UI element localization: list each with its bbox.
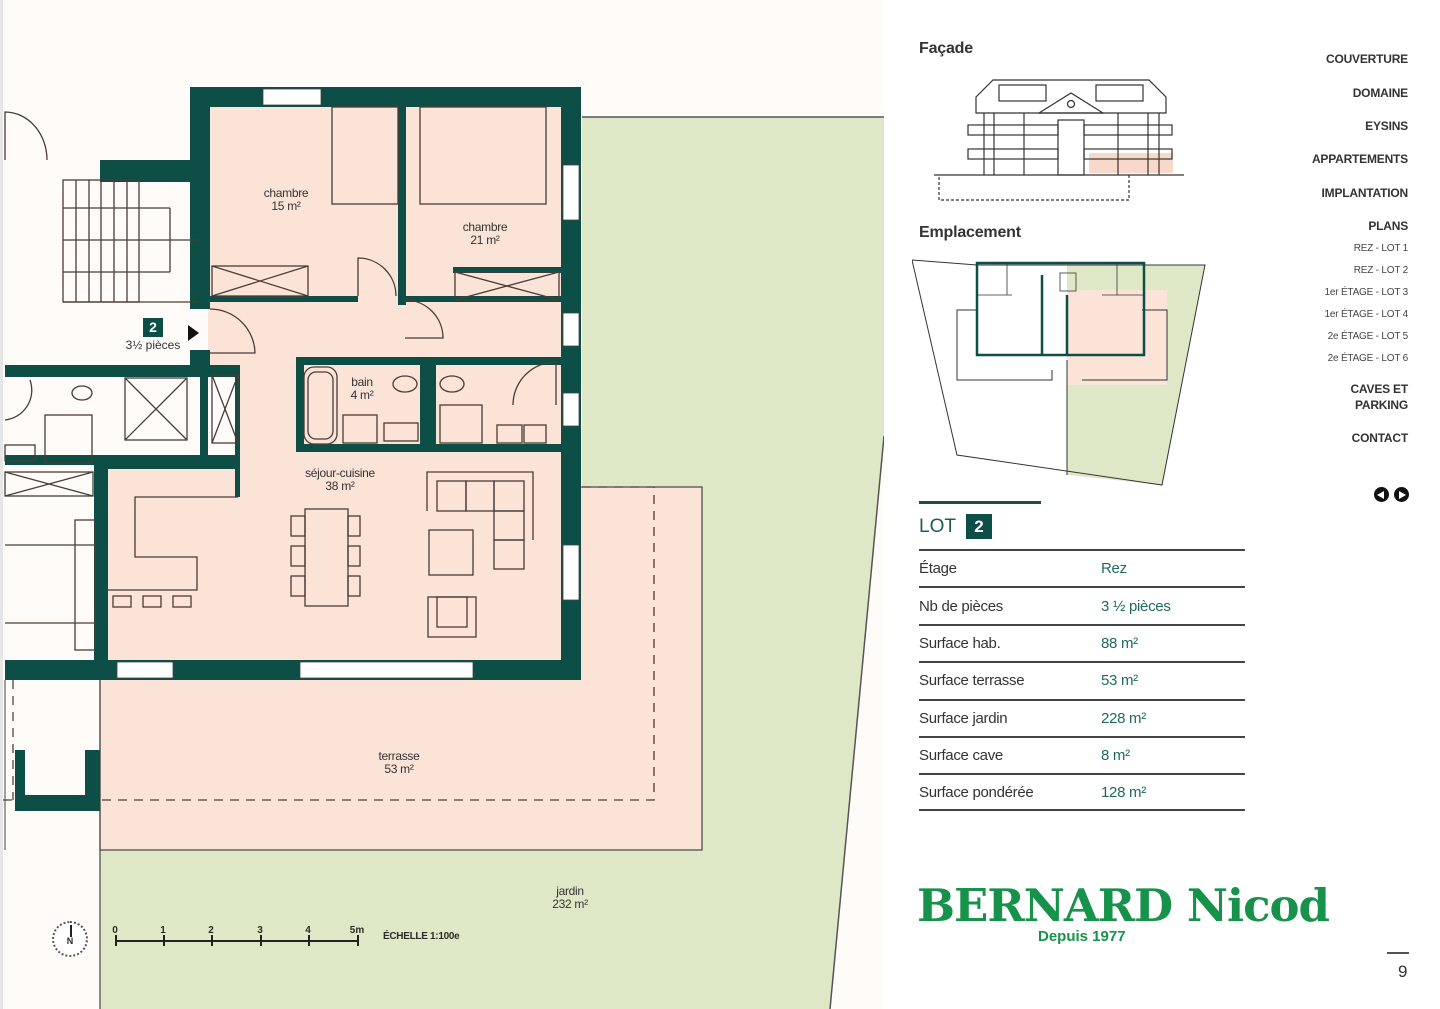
spec-row-terrace-area: Surface terrasse 53 m² [919, 661, 1245, 698]
apartment-area [107, 105, 562, 662]
spec-row-garden-area: Surface jardin 228 m² [919, 698, 1245, 736]
lot-header-rule [919, 501, 1041, 504]
nav-item-couverture[interactable]: COUVERTURE [1325, 52, 1408, 66]
nav-item-domaine[interactable]: DOMAINE [1352, 86, 1408, 100]
logo-tagline: Depuis 1977 [1038, 928, 1126, 945]
lot-entrance-marker: 2 3½ pièces [118, 318, 188, 352]
spec-row-weighted-area: Surface pondérée 128 m² [919, 773, 1245, 811]
nav-subitem-rez-lot-1[interactable]: REZ - LOT 1 [1353, 243, 1408, 254]
entrance-arrow-icon [188, 325, 199, 341]
lot-number-badge: 2 [143, 318, 163, 337]
arrow-left-circle-icon[interactable] [1374, 487, 1389, 502]
lot-number-badge: 2 [965, 514, 992, 539]
page-number-rule [1387, 952, 1409, 954]
page-edge [0, 0, 3, 1009]
document-nav: COUVERTURE DOMAINE EYSINS APPARTEMENTS I… [1312, 52, 1408, 445]
garden-area [100, 117, 884, 1009]
north-compass-icon: N [52, 921, 88, 957]
lot-info-page: Façade Emplacement [884, 0, 1440, 1009]
facade-drawing [934, 79, 1184, 201]
lot-specs-table: Étage Rez Nb de pièces 3 ½ pièces Surfac… [919, 549, 1245, 811]
scale-label: ÉCHELLE 1:100e [383, 931, 460, 942]
nav-item-implantation[interactable]: IMPLANTATION [1321, 186, 1409, 200]
bernard-nicod-logo: BERNARD Nicod Depuis 1977 [917, 879, 1330, 946]
spec-row-living-area: Surface hab. 88 m² [919, 623, 1245, 661]
spec-row-rooms: Nb de pièces 3 ½ pièces [919, 586, 1245, 623]
page-navigation [1374, 487, 1409, 502]
nav-item-appartements[interactable]: APPARTEMENTS [1311, 152, 1408, 166]
lot-header: LOT 2 [919, 514, 992, 539]
nav-item-eysins[interactable]: EYSINS [1365, 119, 1408, 133]
logo-brand: BERNARD Nicod [917, 879, 1330, 932]
nav-subitem-1er-lot-4[interactable]: 1er ÉTAGE - LOT 4 [1324, 309, 1409, 320]
site-location-map [912, 259, 1206, 486]
nav-subitem-2e-lot-5[interactable]: 2e ÉTAGE - LOT 5 [1327, 331, 1409, 342]
nav-subitem-2e-lot-6[interactable]: 2e ÉTAGE - LOT 6 [1327, 353, 1409, 364]
lot-label: LOT [919, 515, 956, 537]
spec-row-cellar-area: Surface cave 8 m² [919, 735, 1245, 773]
scale-bar: 0 1 2 3 4 5m [110, 925, 370, 955]
nav-item-plans[interactable]: PLANS [1368, 219, 1408, 233]
site-title: Emplacement [919, 224, 1021, 241]
floor-plan-drawing [3, 87, 884, 1009]
nav-subitem-1er-lot-3[interactable]: 1er ÉTAGE - LOT 3 [1324, 287, 1409, 298]
page-number: 9 [1398, 962, 1408, 981]
lot-room-count: 3½ pièces [125, 338, 181, 352]
arrow-right-circle-icon[interactable] [1394, 487, 1409, 502]
nav-item-caves-parking[interactable]: CAVES ET PARKING [1350, 382, 1408, 412]
facade-title: Façade [919, 40, 973, 57]
nav-item-contact[interactable]: CONTACT [1351, 431, 1409, 445]
spec-row-floor: Étage Rez [919, 549, 1245, 586]
nav-subitem-rez-lot-2[interactable]: REZ - LOT 2 [1353, 265, 1408, 276]
